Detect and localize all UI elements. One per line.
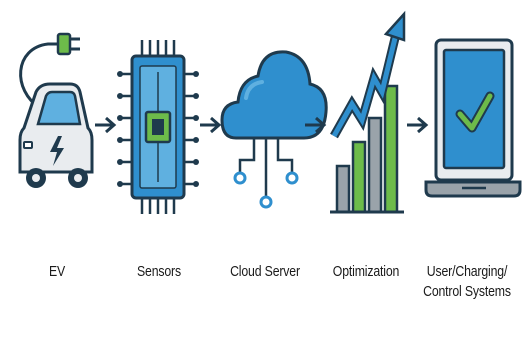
stage-label-systems-line-2: Control Systems [423, 283, 511, 300]
cloud-server-icon [220, 50, 328, 209]
stage-label-systems-line-1: User/Charging/ [426, 263, 508, 280]
stage-label-optimization: Optimization [332, 263, 400, 280]
ev-car-plug-icon [18, 32, 94, 188]
laptop-check-icon [424, 38, 522, 198]
arrow-right-icon [305, 116, 327, 134]
arrow-right-icon [95, 116, 117, 134]
arrow-right-icon [407, 116, 429, 134]
sensor-chip-icon [117, 40, 199, 214]
stage-label-sensors: Sensors [137, 263, 181, 280]
growth-chart-icon [330, 10, 406, 214]
stage-label-cloud-server: Cloud Server [230, 263, 300, 280]
stage-label-ev: EV [48, 263, 66, 280]
stage-label-systems: User/Charging/ Control Systems [422, 262, 512, 302]
arrow-right-icon [200, 116, 222, 134]
